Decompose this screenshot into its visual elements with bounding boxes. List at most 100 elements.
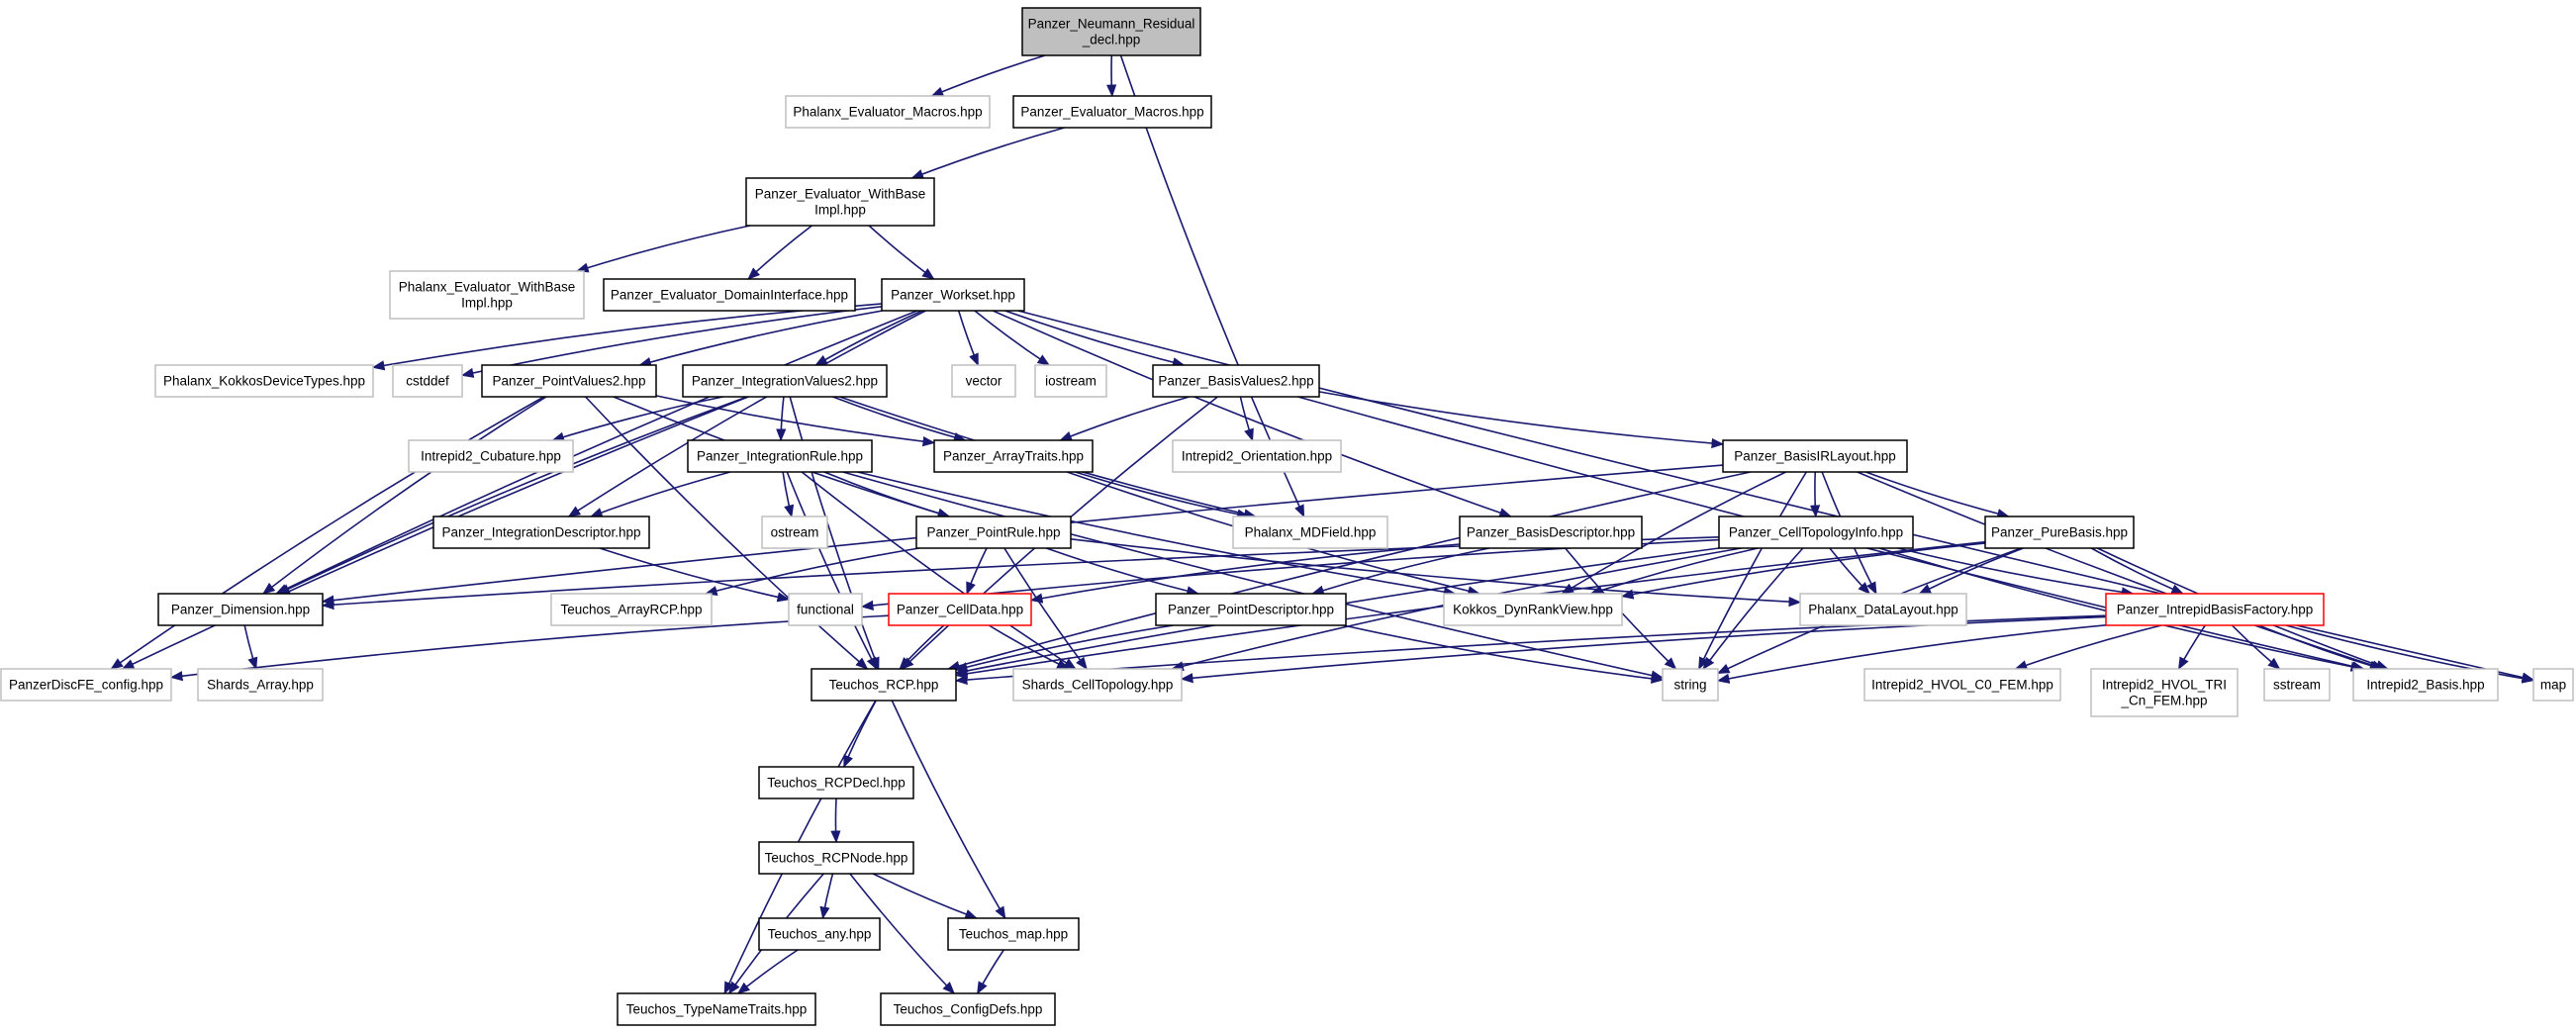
edge-rcpnode-to-configdefs xyxy=(849,873,955,994)
node-configdefs[interactable]: Teuchos_ConfigDefs.hpp xyxy=(880,992,1056,1026)
edge-celldata-to-shards_celltopo xyxy=(988,624,1070,670)
edge-basisirlayout-to-purebasis xyxy=(1865,471,2010,519)
node-label: Teuchos_RCP.hpp xyxy=(829,678,939,693)
edge-rcp-to-teuchos_map xyxy=(891,700,1006,920)
node-basisfactory[interactable]: Panzer_IntrepidBasisFactory.hpp xyxy=(2105,593,2325,626)
node-label: Panzer_IntegrationDescriptor.hpp xyxy=(441,525,640,540)
node-purebasis[interactable]: Panzer_PureBasis.hpp xyxy=(1984,516,2135,549)
node-pz-ev-macros[interactable]: Panzer_Evaluator_Macros.hpp xyxy=(1012,95,1212,129)
node-intrule[interactable]: Panzer_IntegrationRule.hpp xyxy=(687,439,873,473)
node-basisdescriptor[interactable]: Panzer_BasisDescriptor.hpp xyxy=(1459,516,1643,549)
edge-rcp-to-rcpdecl xyxy=(843,700,877,769)
node-label: Panzer_PureBasis.hpp xyxy=(1991,525,2128,540)
node-celldata[interactable]: Panzer_CellData.hpp xyxy=(888,593,1032,626)
node-box xyxy=(1722,439,1908,473)
node-box xyxy=(1012,95,1212,129)
node-box xyxy=(880,992,1056,1026)
node-intrepid-basis: Intrepid2_Basis.hpp xyxy=(2352,668,2499,702)
edge-workset-to-intvalues2 xyxy=(814,310,923,366)
node-dimension[interactable]: Panzer_Dimension.hpp xyxy=(157,593,324,626)
node-box xyxy=(154,364,374,398)
edge-intvalues2-to-dimension xyxy=(276,396,748,595)
node-box xyxy=(2090,668,2239,717)
node-hvol-c0: Intrepid2_HVOL_C0_FEM.hpp xyxy=(1863,668,2061,702)
node-box xyxy=(1459,516,1643,549)
edge-pz_ev_macros-to-pz_ev_withbase xyxy=(910,127,1065,179)
node-box xyxy=(1172,439,1342,473)
edge-celltopoinfo-to-basisfactory xyxy=(1897,547,2135,598)
node-workset[interactable]: Panzer_Workset.hpp xyxy=(881,278,1025,312)
node-rcp[interactable]: Teuchos_RCP.hpp xyxy=(811,668,957,702)
node-any[interactable]: Teuchos_any.hpp xyxy=(758,917,881,951)
edge-basisirlayout-to-intrepid_basis xyxy=(1857,471,2385,671)
node-label: Intrepid2_HVOL_TRI xyxy=(2102,678,2227,693)
node-label: Panzer_CellTopologyInfo.hpp xyxy=(1729,525,1903,540)
node-basisvalues2[interactable]: Panzer_BasisValues2.hpp xyxy=(1152,364,1320,398)
edge-pointdescriptor-to-rcp xyxy=(954,624,1175,673)
node-arraytraits[interactable]: Panzer_ArrayTraits.hpp xyxy=(933,439,1094,473)
node-pointvalues2[interactable]: Panzer_PointValues2.hpp xyxy=(481,364,657,398)
node-typenametraits[interactable]: Teuchos_TypeNameTraits.hpp xyxy=(617,992,816,1026)
edge-pointdescriptor-to-string xyxy=(1343,624,1665,684)
edge-arraytraits-to-mdfield xyxy=(1075,471,1250,519)
edge-celltopoinfo-to-string xyxy=(1702,547,1804,671)
node-shards-celltopo: Shards_CellTopology.hpp xyxy=(1012,668,1183,702)
node-intvalues2[interactable]: Panzer_IntegrationValues2.hpp xyxy=(682,364,888,398)
edge-intrule-to-dynrankview xyxy=(857,471,1457,598)
node-box xyxy=(682,364,888,398)
node-label: Panzer_IntegrationRule.hpp xyxy=(697,449,863,464)
node-intdescriptor[interactable]: Panzer_IntegrationDescriptor.hpp xyxy=(432,516,650,549)
node-pointdescriptor[interactable]: Panzer_PointDescriptor.hpp xyxy=(1155,593,1347,626)
node-pointrule[interactable]: Panzer_PointRule.hpp xyxy=(915,516,1072,549)
node-discfe: PanzerDiscFE_config.hpp xyxy=(0,668,172,702)
node-rcpdecl[interactable]: Teuchos_RCPDecl.hpp xyxy=(758,766,914,799)
edge-basisfactory-to-string xyxy=(1716,624,2107,684)
node-box xyxy=(1443,593,1623,626)
node-label: Impl.hpp xyxy=(814,203,866,218)
edge-rcpnode-to-any xyxy=(819,873,834,920)
node-label: Intrepid2_HVOL_C0_FEM.hpp xyxy=(1871,678,2053,693)
node-label: Panzer_Evaluator_WithBase xyxy=(755,187,926,202)
node-box xyxy=(2105,593,2325,626)
node-phx-kokkos: Phalanx_KokkosDeviceTypes.hpp xyxy=(154,364,374,398)
node-basisirlayout[interactable]: Panzer_BasisIRLayout.hpp xyxy=(1722,439,1908,473)
node-label: Impl.hpp xyxy=(461,296,513,311)
node-box xyxy=(761,516,828,549)
edge-intrule-to-shards_celltopo xyxy=(801,471,1077,670)
node-teuchos-map[interactable]: Teuchos_map.hpp xyxy=(947,917,1080,951)
edge-pointrule-to-arrayrcp xyxy=(704,547,920,597)
node-iostream: iostream xyxy=(1034,364,1107,398)
node-label: functional xyxy=(797,603,854,617)
node-label: _decl.hpp xyxy=(1082,33,1141,47)
node-label: Panzer_Workset.hpp xyxy=(891,288,1015,303)
node-label: Teuchos_RCPNode.hpp xyxy=(765,851,908,866)
node-pz-domain-if[interactable]: Panzer_Evaluator_DomainInterface.hpp xyxy=(603,278,856,312)
node-box xyxy=(0,668,172,702)
edge-intrule-to-rcp xyxy=(786,471,878,671)
edge-basisirlayout-to-string xyxy=(1697,471,1807,671)
node-celltopoinfo[interactable]: Panzer_CellTopologyInfo.hpp xyxy=(1718,516,1914,549)
node-functional: functional xyxy=(788,593,863,626)
node-label: Teuchos_any.hpp xyxy=(768,927,872,942)
node-label: Panzer_BasisDescriptor.hpp xyxy=(1467,525,1635,540)
nodes-layer: Panzer_Neumann_Residual_decl.hppPhalanx_… xyxy=(0,7,2574,1026)
node-root: Panzer_Neumann_Residual_decl.hpp xyxy=(1021,7,1201,56)
node-label: Panzer_BasisValues2.hpp xyxy=(1158,374,1313,389)
node-arrayrcp: Teuchos_ArrayRCP.hpp xyxy=(550,593,713,626)
node-ostream: ostream xyxy=(761,516,828,549)
node-rcpnode[interactable]: Teuchos_RCPNode.hpp xyxy=(758,841,914,875)
node-label: Phalanx_DataLayout.hpp xyxy=(1808,603,1958,617)
edge-celldata-to-rcp xyxy=(899,624,945,670)
node-label: Panzer_PointValues2.hpp xyxy=(492,374,645,389)
node-map: map xyxy=(2532,668,2574,702)
node-box xyxy=(1232,516,1388,549)
node-box xyxy=(1718,516,1914,549)
edge-intvalues2-to-arraytraits xyxy=(832,396,967,442)
node-box xyxy=(785,95,991,129)
edge-workset-to-intdescriptor xyxy=(567,310,926,517)
edge-dimension-to-shards_array xyxy=(243,624,258,671)
edge-basisvalues2-to-arraytraits xyxy=(1059,396,1190,441)
node-label: Teuchos_map.hpp xyxy=(959,927,1068,942)
edge-basisdescriptor-to-celldata xyxy=(1029,543,1461,604)
